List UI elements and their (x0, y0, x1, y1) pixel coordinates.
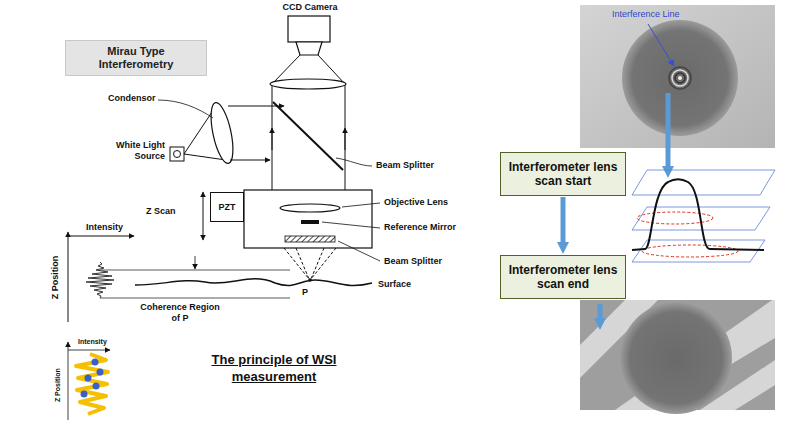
point-name: P (302, 287, 314, 298)
intensity-axis (68, 236, 134, 237)
intensity-axis (68, 350, 110, 351)
caption: The principle of WSI measurement (198, 352, 350, 386)
part-name: Reference Mirror (384, 222, 479, 233)
ray-arrow (345, 128, 346, 150)
node-text: Mirau Type Interferometry (72, 45, 200, 71)
leader-arrow (648, 24, 674, 66)
coherence-arrow (195, 256, 196, 269)
light-ray (228, 106, 284, 107)
condenser-lens (270, 79, 346, 89)
axis-name: Intensity (78, 338, 118, 346)
coherence-bound (100, 270, 290, 271)
beam-splitter (273, 102, 343, 170)
flow-arrow (561, 197, 566, 242)
process-box: Interferometer lens scan start (500, 152, 626, 196)
scan-plane (632, 170, 775, 195)
region-name: Coherence Region of P (136, 302, 224, 324)
light-ray (311, 248, 324, 279)
node-text: Interferometer lens scan start (505, 160, 621, 189)
part-name: Surface (378, 279, 438, 290)
flow-arrow (598, 304, 603, 318)
light-source (170, 147, 184, 161)
part-name: Beam Splitter (376, 160, 456, 171)
point-p (308, 278, 312, 282)
light-ray (296, 248, 309, 279)
scan-plane (632, 240, 765, 262)
sphere (620, 302, 732, 414)
axis-name: Z Position (50, 247, 61, 307)
axis-name: Intensity (86, 222, 136, 233)
interferogram (86, 262, 114, 298)
sphere (622, 20, 738, 136)
leader-line (158, 100, 213, 118)
lamp (174, 151, 181, 158)
sample-dot (93, 383, 100, 390)
light-ray (345, 84, 346, 190)
sample-dot (81, 391, 88, 398)
part-name: CCD Camera (280, 2, 340, 13)
leader-line (322, 222, 380, 228)
fringe-ring (678, 76, 682, 80)
sample-dot (92, 359, 99, 366)
axis-name: Z Scan (146, 206, 196, 217)
beam-splitter (285, 236, 335, 242)
z-axis (68, 342, 69, 420)
fringe-ring (669, 67, 691, 89)
axis-name: Z Position (54, 360, 62, 410)
light-ray (230, 160, 270, 161)
light-ray (284, 248, 309, 279)
part-name: Beam Splitter (384, 256, 464, 267)
sample-dot (85, 375, 92, 382)
reference-mirror (301, 220, 319, 224)
fringe-ring (675, 73, 685, 83)
ray-arrow (272, 128, 273, 150)
flow-arrow (666, 93, 671, 166)
objective-housing (244, 190, 372, 248)
intensity-peak (632, 179, 764, 250)
leader-line (342, 203, 380, 207)
photo-start (580, 5, 775, 148)
title-box: Mirau Type Interferometry (65, 40, 207, 76)
ccd-camera (288, 16, 330, 42)
sampled-signal (76, 354, 108, 414)
node-text: Interferometer lens scan end (505, 263, 621, 292)
surface (135, 279, 372, 286)
node-text: PZT (219, 202, 236, 213)
pzt-box: PZT (210, 192, 244, 222)
light-ray (311, 248, 336, 279)
condenser (207, 101, 237, 165)
photo-label: Interference Line (612, 9, 702, 20)
z-axis (68, 232, 69, 322)
coherence-bound (100, 298, 290, 299)
light-ray (272, 84, 273, 190)
camera-lens (296, 42, 322, 55)
fringe-ring (672, 70, 688, 86)
process-box: Interferometer lens scan end (500, 255, 626, 299)
z-scan-arrow (203, 192, 204, 240)
part-name: Condensor (108, 93, 163, 104)
sample-dot (97, 369, 104, 376)
part-name: Objective Lens (384, 197, 474, 208)
fringe-contour (642, 245, 738, 257)
leader-line (336, 158, 372, 166)
part-name: White Light Source (100, 140, 165, 162)
objective-lens (280, 204, 340, 212)
leader-line (338, 241, 380, 261)
